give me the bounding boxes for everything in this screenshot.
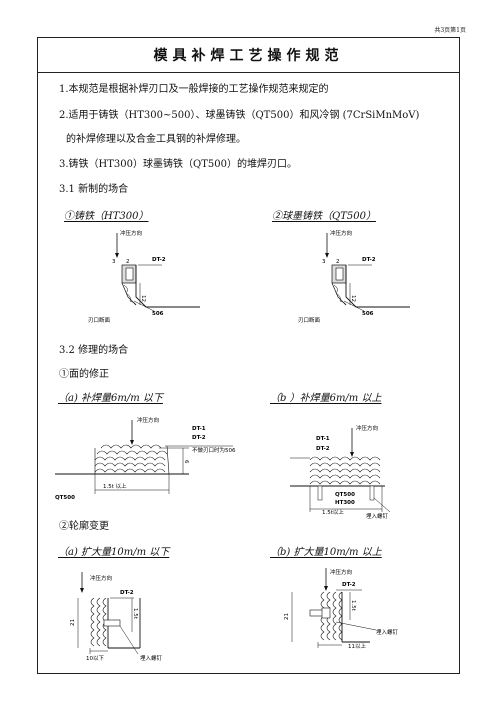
subsection-contour-change: ②轮廓变更 xyxy=(59,521,109,532)
page-title: 模具补焊工艺操作规范 xyxy=(153,48,344,64)
caption-under-6mm: （a) 补焊量6m/m 以下 xyxy=(58,393,163,404)
edge-section-label: 刃口断面 xyxy=(88,316,111,324)
base-qt500-label: QT500 xyxy=(335,492,355,498)
caption-enlarge-over-10mm: （b) 扩大量10m/m 以上 xyxy=(270,547,382,558)
press-direction-label: 冲压方向 xyxy=(120,229,142,237)
diagram-contour-small: 冲压方向 DT-2 21 1.5t 10以下 埋入螺钉 xyxy=(70,572,163,662)
rod-dt2-label: DT-2 xyxy=(362,257,376,263)
caption-over-6mm: （b ）补焊量6m/m 以上 xyxy=(270,393,382,404)
dt2-label: DT-2 xyxy=(316,446,330,452)
dim-width: 1.5t以上 xyxy=(322,508,344,516)
base-ht300-label: HT300 xyxy=(335,500,355,506)
spec-sheet-frame: 模具补焊工艺操作规范 xyxy=(37,37,460,674)
dt2-label: DT-2 xyxy=(342,582,356,588)
dim-left: 21 xyxy=(70,619,76,626)
press-direction-label: 冲压方向 xyxy=(137,416,159,424)
dim-right: 1.5t xyxy=(132,608,138,620)
embed-screw-label: 埋入螺钉 xyxy=(366,512,389,520)
press-direction-label: 冲压方向 xyxy=(330,229,352,237)
rod-506-label: 506 xyxy=(152,311,164,317)
dim-3: 3 xyxy=(112,259,116,265)
caption-cast-iron: ①铸铁（HT300） xyxy=(64,211,149,222)
embed-screw-label: 埋入螺钉 xyxy=(140,654,163,662)
dim-2: 2 xyxy=(126,259,130,265)
dim-6: 6 xyxy=(183,460,189,464)
paragraph-1: 1.本规范是根据补焊刃口及一般焊接的工艺操作规范来规定的 xyxy=(59,84,329,95)
page-number: 共3页第1页 xyxy=(434,27,466,34)
press-direction-label: 冲压方向 xyxy=(90,574,112,582)
non-edge-note: 不做刃口时为506 xyxy=(192,446,236,454)
paragraph-2-cont: 的补焊修理以及合金工具钢的补焊修理。 xyxy=(66,134,246,145)
dim-3: 3 xyxy=(322,259,326,265)
diagram-face-repair-large: 冲压方向 DT-1 DT-2 QT500 HT300 1.5t以上 埋入螺钉 xyxy=(290,424,391,520)
press-direction-label: 冲压方向 xyxy=(356,424,378,432)
press-direction-label: 冲压方向 xyxy=(330,568,352,576)
embed-screw-label: 埋入螺钉 xyxy=(376,628,399,636)
title-row: 模具补焊工艺操作规范 xyxy=(38,38,459,73)
paragraph-2: 2.适用于铸铁（HT300~500）、球墨铸铁（QT500）和风冷钢 (7CrS… xyxy=(59,110,420,121)
caption-enlarge-under-10mm: （a) 扩大量10m/m 以下 xyxy=(58,547,170,558)
caption-ductile-iron: ②球墨铸铁（QT500） xyxy=(272,211,376,222)
section-3-2-heading: 3.2 修理的场合 xyxy=(59,345,129,356)
diagram-face-repair-small: 冲压方向 DT-1 DT-2 不做刃口时为506 6 1.5t 以上 QT500 xyxy=(55,416,236,501)
base-qt500-label: QT500 xyxy=(55,495,75,501)
dim-12: 12 xyxy=(140,295,146,302)
dim-2: 2 xyxy=(336,259,340,265)
weld-bead-layers xyxy=(94,444,170,475)
edge-section-label: 刃口断面 xyxy=(298,316,321,324)
dim-bottom: 11以上 xyxy=(348,642,366,650)
dt2-label: DT-2 xyxy=(120,590,134,596)
section-3-1-heading: 3.1 新制的场合 xyxy=(59,184,129,195)
paragraph-3: 3.铸铁（HT300）球墨铸铁（QT500）的堆焊刃口。 xyxy=(59,159,297,170)
dim-width: 1.5t 以上 xyxy=(103,482,127,490)
rod-dt2-label: DT-2 xyxy=(152,257,166,263)
dt2-label: DT-2 xyxy=(192,435,206,441)
rod-506-label: 506 xyxy=(362,311,374,317)
diagram-new-edge-right: 冲压方向 3 2 DT-2 12 506 刃口断面 xyxy=(298,229,410,324)
subsection-face-repair: ①面的修正 xyxy=(59,369,109,380)
dt1-label: DT-1 xyxy=(192,426,206,432)
weld-bead-layers xyxy=(309,456,381,485)
dim-left: 21 xyxy=(284,613,290,620)
dim-right: 1.5t xyxy=(350,600,356,612)
diagram-new-edge-left: 冲压方向 3 2 DT-2 12 506 刃口断面 xyxy=(88,229,200,324)
dim-12: 12 xyxy=(350,295,356,302)
diagram-contour-large: 冲压方向 DT-2 21 1.5t 埋入螺钉 11以上 xyxy=(284,568,399,650)
dt1-label: DT-1 xyxy=(316,436,330,442)
dim-bottom: 10以下 xyxy=(86,655,104,662)
